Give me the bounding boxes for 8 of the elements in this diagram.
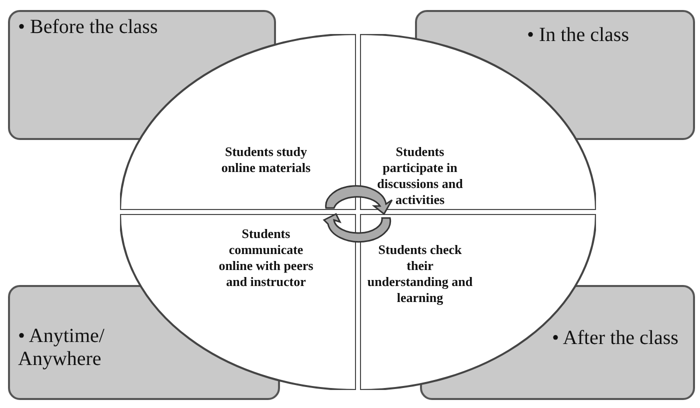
category-label: • After the class — [552, 327, 680, 350]
quadrant-text: Students check their understanding and learning — [366, 242, 474, 306]
quadrant-text: Students communicate online with peers and instructor — [218, 226, 314, 290]
quadrant-text: Students participate in discussions and activities — [376, 144, 464, 208]
quadrant-text: Students study online materials — [220, 144, 312, 176]
category-label: • Anytime/ Anywhere — [18, 325, 106, 371]
category-label: • Before the class — [18, 16, 159, 39]
category-label: • In the class — [527, 24, 630, 47]
